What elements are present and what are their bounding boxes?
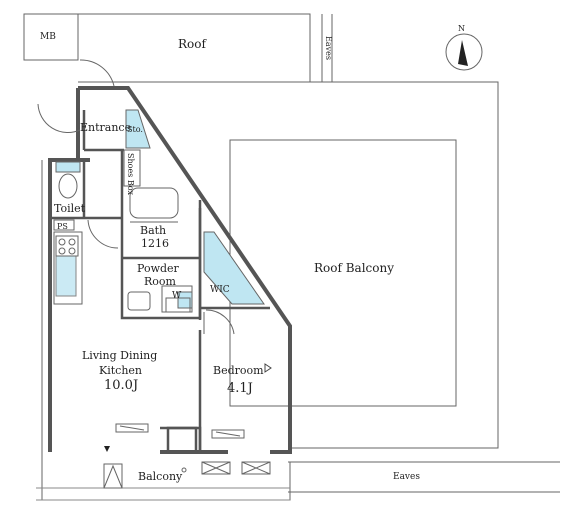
label-toilet: Toilet xyxy=(54,202,86,215)
label-washer: W xyxy=(172,291,182,301)
balcony-hatch xyxy=(103,463,123,489)
label-north: N xyxy=(458,24,465,33)
washbasin xyxy=(127,291,151,311)
label-ldk-2: Kitchen xyxy=(99,364,142,377)
label-eaves-bottom: Eaves xyxy=(393,472,420,482)
label-bath: Bath xyxy=(140,224,167,237)
roof-balcony-outer xyxy=(140,81,499,449)
label-bedroom: Bedroom xyxy=(213,364,264,377)
meter-box xyxy=(23,13,79,61)
pipe-space xyxy=(53,219,75,231)
label-balcony: Balcony xyxy=(138,470,183,483)
door-toilet xyxy=(87,219,119,249)
label-wic: WIC xyxy=(210,285,230,295)
label-eaves-top: Eaves xyxy=(324,36,333,60)
label-ps: PS xyxy=(57,222,68,231)
kitchen-counter xyxy=(53,231,83,305)
kitchen-stove xyxy=(55,235,79,257)
storage-fill xyxy=(125,109,151,149)
label-powder-room-1: Powder xyxy=(137,262,179,275)
label-roof: Roof xyxy=(178,37,206,51)
interior-wall-wic xyxy=(198,200,270,320)
label-bedroom-size: 4.1J xyxy=(227,381,253,396)
ac-unit xyxy=(241,461,271,475)
wic-fill xyxy=(203,231,265,305)
label-roof-balcony: Roof Balcony xyxy=(314,261,395,275)
label-bath-size: 1216 xyxy=(141,237,169,250)
door-entrance xyxy=(79,59,115,87)
label-mb: MB xyxy=(40,32,56,42)
toilet-bowl xyxy=(58,173,78,199)
north-arrow-icon xyxy=(445,33,483,71)
interior-wall-toilet xyxy=(50,160,122,220)
shoes-box xyxy=(123,149,141,187)
eaves-strip-bottom xyxy=(288,461,560,493)
label-entrance: Entrance xyxy=(80,121,132,134)
label-storage: Sto. xyxy=(127,125,143,134)
label-shoes-box: Shoes Box xyxy=(126,153,135,196)
door-bedroom xyxy=(205,309,235,335)
bathtub xyxy=(129,187,179,219)
label-ldk-size: 10.0J xyxy=(104,378,139,393)
ac-unit xyxy=(201,461,231,475)
label-powder-room-2: Room xyxy=(144,275,176,288)
interior-wall-entrance xyxy=(82,110,124,152)
label-ldk-1: Living Dining xyxy=(82,349,158,362)
toilet-tank-fill xyxy=(55,161,81,173)
